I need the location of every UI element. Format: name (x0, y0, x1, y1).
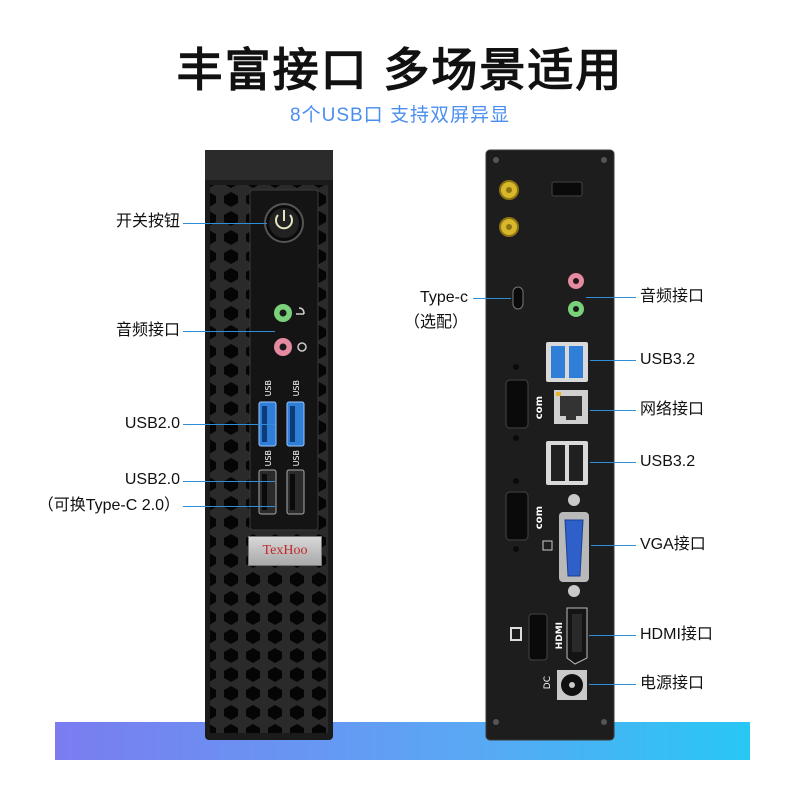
rear-audio-ports (568, 273, 584, 317)
rear-usb32-top (546, 342, 588, 382)
callout-line (183, 424, 275, 425)
callout-line (590, 410, 636, 411)
wifi-antenna-connectors (499, 180, 519, 237)
label-rear-typec-note: （选配） (403, 314, 468, 331)
callout-line (591, 545, 636, 546)
port-usb-text: USB (264, 450, 273, 467)
front-audio-ports (274, 304, 307, 356)
port-usb-text: USB (264, 380, 273, 397)
label-rear-audio: 音频接口 (640, 288, 705, 305)
rear-lan-port (554, 390, 588, 424)
label-rear-usb32-top: USB3.2 (640, 351, 696, 368)
label-front-usb-b-note: （可换Type-C 2.0） (37, 497, 180, 514)
label-power-button: 开关按钮 (115, 213, 180, 230)
page-subtitle: 8个USB口 支持双屏异显 (290, 105, 510, 126)
label-rear-hdmi: HDMI接口 (640, 626, 713, 643)
label-front-usb-b: USB2.0 (124, 471, 180, 488)
port-com-text: com (534, 396, 545, 420)
label-rear-vga: VGA接口 (640, 536, 706, 553)
callout-line (590, 360, 636, 361)
label-rear-power: 电源接口 (640, 675, 705, 692)
rear-typec-port (512, 286, 524, 310)
label-rear-usb32-bottom: USB3.2 (640, 453, 696, 470)
brand-logo: TexHoo (248, 536, 322, 566)
rear-usb32-bottom (546, 441, 588, 485)
port-com-text: com (534, 506, 545, 530)
power-button (264, 203, 304, 243)
port-dc-text: DC (543, 676, 553, 690)
label-front-usb-a: USB2.0 (124, 415, 180, 432)
callout-line (590, 462, 636, 463)
callout-line (183, 223, 267, 224)
rear-vga-port (542, 494, 589, 597)
label-rear-lan: 网络接口 (640, 401, 705, 418)
callout-line (589, 635, 636, 636)
gradient-base-bar (55, 722, 750, 760)
callout-line (589, 684, 636, 685)
callout-line (183, 331, 275, 332)
callout-line (183, 481, 275, 482)
callout-line (473, 298, 511, 299)
rear-dc-jack (557, 670, 587, 700)
port-usb-text: USB (292, 380, 301, 397)
rear-display-ports (510, 607, 588, 665)
label-front-audio: 音频接口 (115, 322, 180, 339)
callout-line (586, 297, 636, 298)
label-rear-typec: Type-c (419, 289, 468, 306)
callout-line (183, 506, 275, 507)
port-hdmi-text: HDMI (555, 622, 565, 650)
page-title: 丰富接口 多场景适用 (176, 44, 624, 96)
com-ports (505, 364, 529, 552)
port-usb-text: USB (292, 450, 301, 467)
